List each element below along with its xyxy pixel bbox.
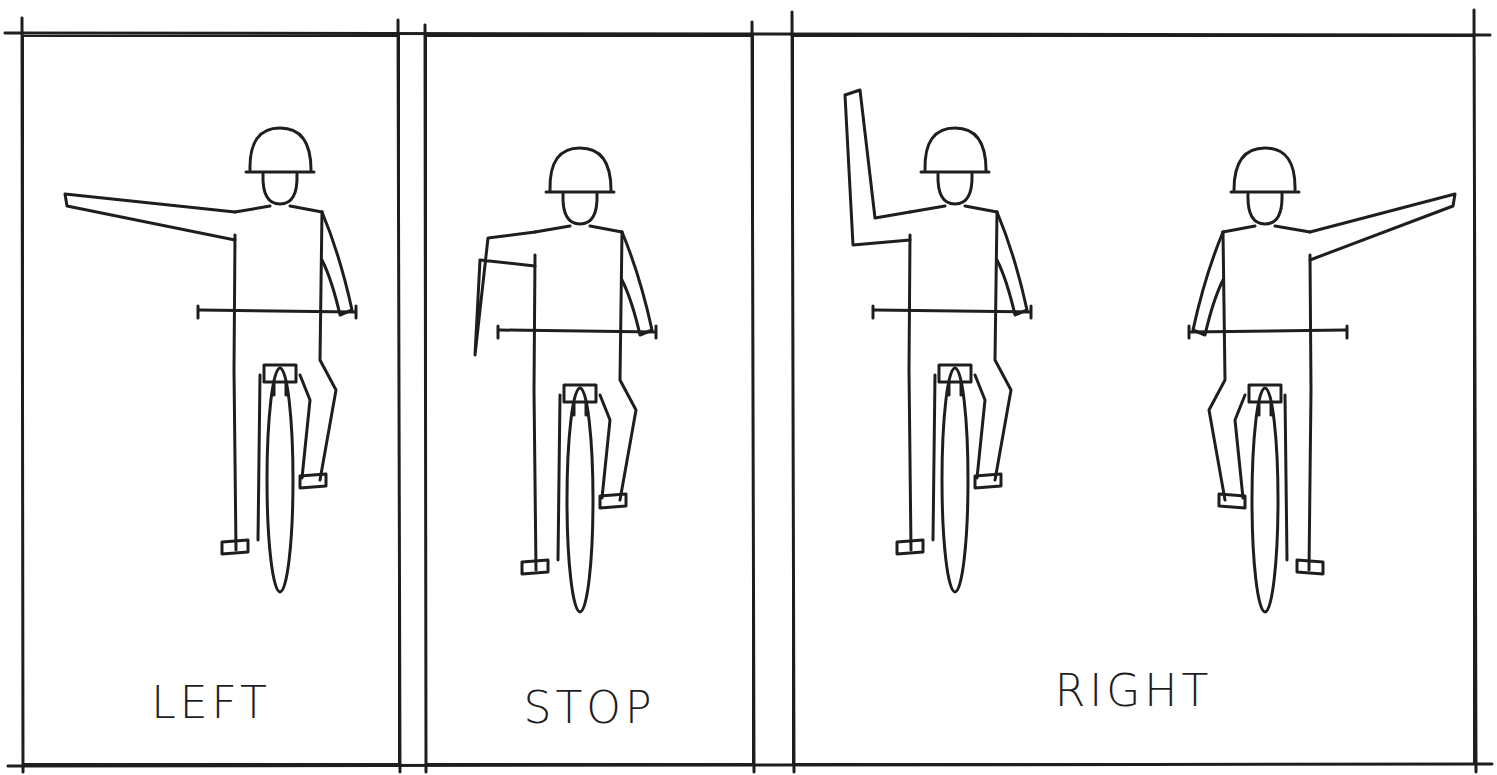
extended-right-arm: [1310, 194, 1455, 260]
extended-left-arm: [65, 194, 235, 240]
signal-panel: STOP: [425, 35, 754, 765]
arm-on-handlebar: [1193, 232, 1223, 335]
arm-on-handlebar: [322, 212, 352, 315]
panel-label: RIGHT: [794, 665, 1473, 716]
signal-panel: LEFT: [22, 35, 400, 765]
signal-panel: RIGHT: [792, 35, 1475, 765]
cyclist-figure: [498, 148, 656, 612]
cyclist-figure: [1189, 148, 1347, 612]
left-signal-rider: [65, 128, 356, 592]
arm-on-handlebar: [622, 232, 652, 335]
bent-down-arm: [475, 232, 535, 355]
cyclist-figure: [873, 128, 1031, 592]
panel-label: STOP: [427, 682, 752, 733]
panel-label: LEFT: [24, 677, 398, 728]
right-signal-rider-arm-up: [845, 90, 1031, 592]
panel-frame-lines: [5, 10, 1492, 772]
cyclist-figure: [198, 128, 356, 592]
raised-left-arm: [845, 90, 910, 245]
right-signal-rider-arm-out: [1189, 148, 1455, 612]
arm-on-handlebar: [997, 212, 1027, 315]
stop-signal-rider: [475, 148, 656, 612]
